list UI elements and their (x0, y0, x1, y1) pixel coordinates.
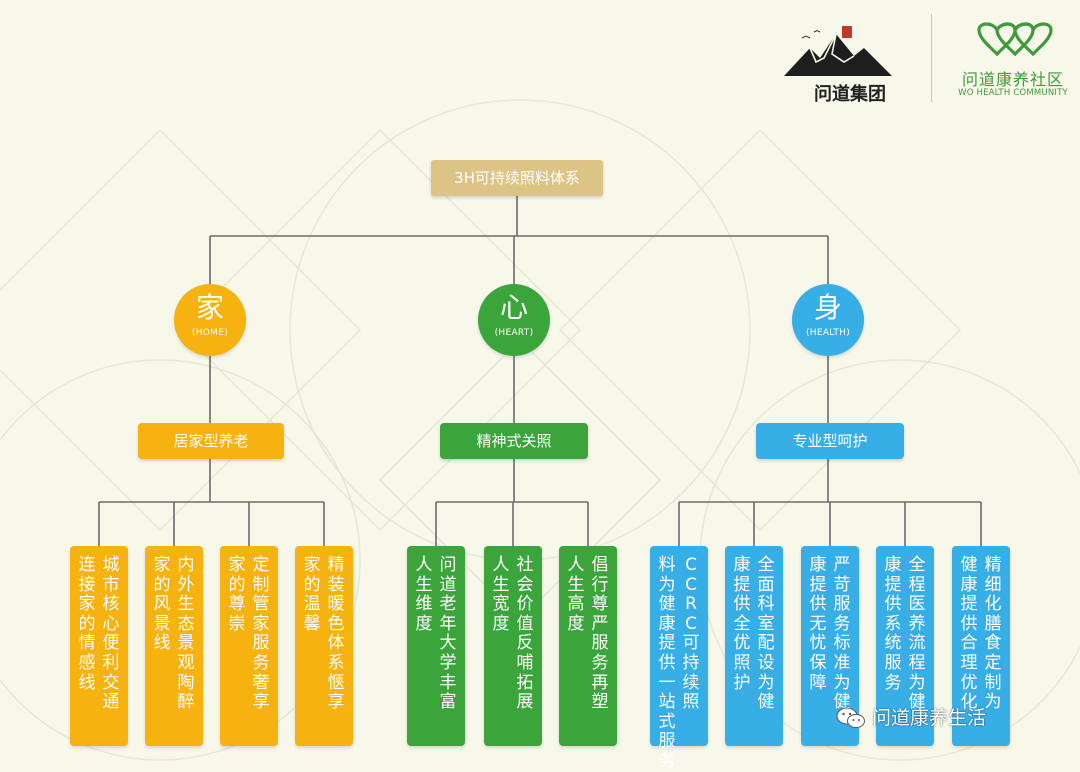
leaf-text-column: 倡行尊严服务再塑 (591, 555, 609, 713)
community-name-en: WO HEALTH COMMUNITY (958, 88, 1068, 98)
pillar-circle-home: 家 (HOME) (174, 284, 246, 356)
leaf-text-column: 人生宽度 (492, 555, 510, 634)
leaf-text-column: 家的温馨 (303, 555, 321, 634)
leaf-card: 内外生态景观陶醉家的风景线 (145, 546, 203, 746)
leaf-text-column: 定制管家服务奢享 (252, 555, 270, 713)
leaf-card: 问道老年大学丰富人生维度 (407, 546, 465, 746)
mountain-logo-icon (784, 26, 892, 76)
leaf-text-column: 康提供全优照护 (733, 555, 751, 693)
leaf-card: CCRC可持续照料为健康提供一站式服务 (650, 546, 708, 771)
leaf-text-column: 城市核心便利交通 (102, 555, 120, 713)
leaf-card: 定制管家服务奢享家的尊崇 (220, 546, 278, 746)
leaf-text-column: 全程医养流程为健 (908, 555, 926, 713)
category-pill-heart: 精神式关照 (440, 423, 588, 459)
pillar-sub: (HEART) (494, 328, 534, 338)
leaf-text-column: 家的尊崇 (228, 555, 246, 634)
leaf-text-column: 人生高度 (567, 555, 585, 634)
leaf-text-column: 全面科室配设为健 (757, 555, 775, 713)
leaf-text-column: CCRC可持续照 (682, 555, 700, 713)
leaf-text-column: 健康提供合理优化 (960, 555, 978, 713)
wechat-icon (836, 707, 865, 728)
leaf-card: 精装暖色体系惬享家的温馨 (295, 546, 353, 746)
leaf-text-column: 连接家的情感线 (78, 555, 96, 693)
leaf-text-column: 人生维度 (415, 555, 433, 634)
pillar-sub: (HEALTH) (805, 328, 851, 338)
leaf-text-column: 康提供无忧保障 (809, 555, 827, 693)
pillar-circle-heart: 心 (HEART) (478, 284, 550, 356)
leaf-card: 社会价值反哺拓展人生宽度 (484, 546, 542, 746)
leaf-card: 精细化膳食定制为健康提供合理优化 (952, 546, 1010, 746)
pillar-glyph: 身 (813, 291, 842, 324)
pillar-glyph: 心 (499, 291, 528, 324)
category-pill-health: 专业型呵护 (756, 423, 904, 459)
leaf-text-column: 精装暖色体系惬享 (327, 555, 345, 713)
leaf-text-column: 问道老年大学丰富 (439, 555, 457, 713)
leaf-card: 全面科室配设为健康提供全优照护 (725, 546, 783, 746)
leaf-card: 倡行尊严服务再塑人生高度 (559, 546, 617, 746)
leaf-text-column: 精细化膳食定制为 (984, 555, 1002, 713)
leaf-text-column: 社会价值反哺拓展 (516, 555, 534, 713)
leaf-card: 严苛服务标准为健康提供无忧保障 (801, 546, 859, 746)
group-name: 问道集团 (814, 84, 886, 105)
watermark-text: 问道康养生活 (872, 707, 987, 729)
wechat-watermark: 问道康养生活 (836, 700, 1076, 736)
root-node: 3H可持续照料体系 (431, 160, 603, 196)
community-name-cn: 问道康养社区 (961, 70, 1064, 89)
leaf-card: 城市核心便利交通连接家的情感线 (70, 546, 128, 746)
leaf-text-column: 康提供系统服务 (884, 555, 902, 693)
pillar-circle-health: 身 (HEALTH) (792, 284, 864, 356)
leaf-card: 全程医养流程为健康提供系统服务 (876, 546, 934, 746)
pillar-sub: (HOME) (191, 328, 229, 338)
category-pill-home: 居家型养老 (138, 423, 284, 459)
rings-logo-icon (977, 22, 1053, 57)
leaf-text-column: 料为健康提供一站式服务 (658, 555, 676, 771)
logo-divider (931, 14, 932, 102)
leaf-text-column: 家的风景线 (153, 555, 171, 654)
pillar-glyph: 家 (195, 291, 224, 324)
leaf-text-column: 严苛服务标准为健 (833, 555, 851, 713)
leaf-text-column: 内外生态景观陶醉 (177, 555, 195, 713)
